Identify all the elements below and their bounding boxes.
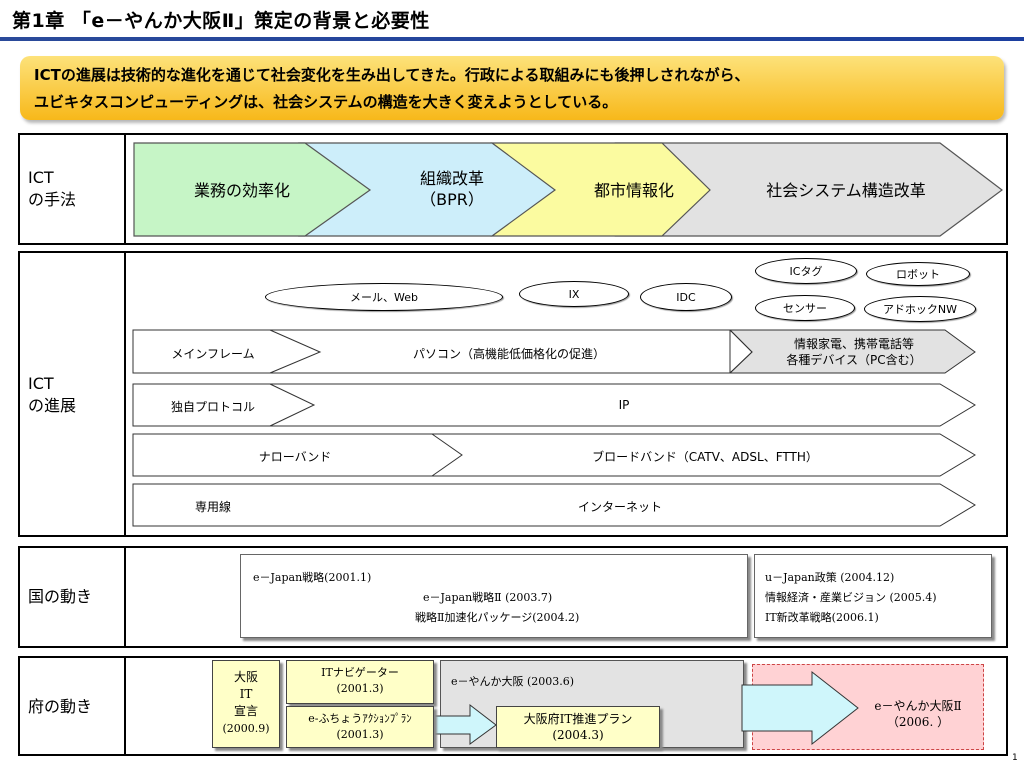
row-label-prefecture: 府の動き (28, 697, 93, 716)
row-label-line: の進展 (28, 396, 77, 415)
page-number: 1 (1012, 753, 1018, 763)
lane-label-broadband: ブロードバンド（CATV、ADSL、FTTH） (592, 450, 818, 464)
title-underline (0, 37, 1024, 41)
lane-label-internet: インターネット (577, 500, 663, 514)
ujapan-item-3: IT新改革戦略(2006.1) (765, 611, 879, 624)
chevron-label-social-reform: 社会システム構造改革 (766, 181, 926, 200)
lane-label-devices: 情報家電、携帯電話等 各種デバイス（PC含む） (786, 336, 921, 368)
ellipse-ic-tag: ICタグ (755, 258, 857, 284)
japan-strategy-3: 戦略Ⅱ加速化パッケージ(2004.2) (415, 611, 580, 624)
ellipse-idc: IDC (640, 283, 732, 311)
row-label-ict-method: ICT の手法 (28, 167, 76, 211)
lane-label-mainframe: メインフレーム (171, 347, 255, 361)
chevron-label-line: 組織改革 (419, 169, 485, 188)
lane-label-proprietary: 独自プロトコル (170, 400, 256, 414)
ujapan-item-1: u－Japan政策 (2004.12) (765, 571, 895, 584)
summary-banner (20, 56, 1004, 120)
lane-label-ip: IP (618, 398, 630, 412)
chevron-green (133, 142, 372, 237)
row-label-line: ICT (28, 374, 54, 393)
ujapan-box: u－Japan政策 (2004.12) 情報経済・産業ビジョン (2005.4)… (754, 554, 992, 638)
banner-line-2: ユビキタスコンピューティングは、社会システムの構造を大きく変えようとしている。 (34, 93, 618, 111)
lane-chevron (431, 433, 463, 477)
box-line: 大阪 (233, 670, 258, 684)
lane-label-line: 情報家電、携帯電話等 (793, 337, 915, 351)
row-label-national: 国の動き (28, 587, 93, 606)
chevron-label-org-reform: 組織改革 （BPR） (420, 168, 484, 210)
row-divider (124, 135, 126, 243)
efuchou-action-plan-box: e-ふちょうｱｸｼｮﾝﾌﾟﾗﾝ (2001.3) (286, 706, 434, 748)
osaka-it-declaration: 大阪 IT 宣言 (2000.9) (212, 660, 280, 748)
row-label-line: ICT (28, 168, 54, 187)
arrow-to-eyanka2 (741, 670, 859, 746)
lane-label-narrowband: ナローバンド (258, 450, 332, 464)
ellipse-sensor: センサー (755, 295, 855, 321)
japan-strategy-2: e－Japan戦略Ⅱ (2003.7) (423, 591, 553, 604)
ellipse-ix: IX (519, 281, 629, 307)
row-divider (124, 548, 126, 646)
box-line: 宣言 (233, 704, 258, 718)
chevron-label-efficiency: 業務の効率化 (193, 181, 291, 200)
arrow-to-plan (431, 703, 497, 745)
box-line: ITナビゲーター (321, 666, 399, 679)
lane-arrow (132, 383, 976, 427)
lane-label-line: 各種デバイス（PC含む） (786, 353, 922, 367)
page-title: 第1章 「e－やんか大阪Ⅱ」策定の背景と必要性 (12, 10, 430, 32)
box-line: e-ふちょうｱｸｼｮﾝﾌﾟﾗﾝ (308, 712, 412, 725)
lane-chevron (729, 329, 753, 374)
it-navigator-box: ITナビゲーター (2001.3) (286, 660, 434, 704)
box-line: e－やんか大阪Ⅱ (874, 699, 962, 713)
row-label-ict-progress: ICT の進展 (28, 373, 76, 417)
lane-arrow (132, 433, 976, 477)
osaka-it-plan-box: 大阪府IT推進プラン (2004.3) (496, 706, 660, 748)
box-line: (2004.3) (552, 728, 604, 742)
box-line: (2001.3) (336, 728, 384, 741)
lane-label-leased-line: 専用線 (194, 500, 232, 514)
ellipse-robot: ロボット (866, 262, 970, 286)
ellipse-mail-web: メール、Web (265, 283, 503, 311)
row-divider (124, 253, 126, 535)
eyanka-title: e－やんか大阪 (2003.6) (451, 675, 575, 688)
eyanka2-label: e－やんか大阪Ⅱ （2006. ） (858, 698, 978, 730)
ujapan-item-2: 情報経済・産業ビジョン (2005.4) (765, 591, 937, 604)
lane-label-pc: パソコン（高機能低価格化の促進） (412, 347, 606, 361)
ellipse-adhoc-nw: アドホックNW (864, 296, 976, 322)
chevron-label-line: （BPR） (420, 190, 484, 209)
row-label-line: の手法 (28, 190, 77, 209)
lane-arrow (132, 483, 976, 527)
japan-strategy-1: e－Japan戦略(2001.1) (253, 571, 372, 584)
box-line: 大阪府IT推進プラン (523, 712, 633, 726)
box-line: IT (239, 687, 253, 701)
box-line: (2001.3) (336, 682, 384, 695)
banner-line-1: ICTの進展は技術的な進化を通じて社会変化を生み出してきた。行政による取組みにも… (34, 66, 750, 84)
row-divider (124, 658, 126, 754)
lane-chevron (269, 383, 316, 427)
lane-chevron (269, 329, 322, 374)
box-line: (2000.9) (222, 722, 270, 735)
box-line: （2006. ） (886, 715, 950, 729)
japan-strategy-box: e－Japan戦略(2001.1) e－Japan戦略Ⅱ (2003.7) 戦略… (240, 554, 748, 638)
chevron-label-city-info: 都市情報化 (593, 181, 675, 200)
